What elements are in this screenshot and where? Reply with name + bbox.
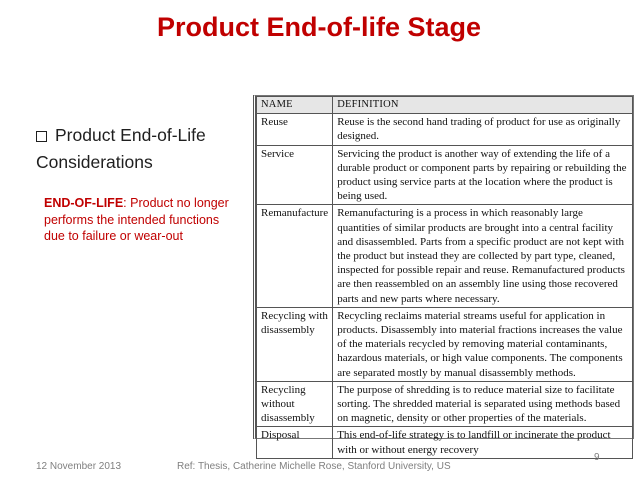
row-name: Service [255,144,334,206]
table-row: Service Servicing the product is another… [255,144,633,206]
checkbox-bullet-icon [36,131,47,142]
header-definition: DEFINITION [332,95,633,115]
bullet-point: Product End-of-Life Considerations [36,122,246,176]
row-definition: Servicing the product is another way of … [332,144,633,206]
row-name: Reuse [255,113,334,146]
definition-text: : Product no longer performs the intende… [44,196,229,243]
table-row: Disposal This end-of-life strategy is to… [255,426,633,459]
row-definition: Remanufacturing is a process in which re… [332,204,633,308]
definition-term: END-OF-LIFE [44,196,124,210]
row-name: Recycling without disassembly [255,380,334,428]
bullet-line-2: Considerations [36,152,153,172]
row-definition: Reuse is the second hand trading of prod… [332,113,633,146]
footer-date: 12 November 2013 [36,461,122,472]
table-row: Reuse Reuse is the second hand trading o… [255,113,633,146]
eol-strategies-table: NAME DEFINITION Reuse Reuse is the secon… [253,95,634,459]
header-name: NAME [255,95,334,115]
row-name: Recycling with disassembly [255,306,334,382]
slide-title: Product End-of-life Stage [157,12,481,42]
page-number: 9 [594,452,600,463]
table-row: Recycling without disassembly The purpos… [255,380,633,428]
footer-reference: Ref: Thesis, Catherine Michelle Rose, St… [177,461,451,472]
end-of-life-definition: END-OF-LIFE: Product no longer performs … [44,195,229,245]
table-row: Remanufacture Remanufacturing is a proce… [255,204,633,308]
row-definition: This end-of-life strategy is to landfill… [332,426,633,459]
row-definition: The purpose of shredding is to reduce ma… [332,380,633,428]
row-definition: Recycling reclaims material streams usef… [332,306,633,382]
row-name: Disposal [255,426,334,459]
table-header-row: NAME DEFINITION [255,95,633,115]
table-row: Recycling with disassembly Recycling rec… [255,306,633,382]
bullet-line-1: Product End-of-Life [55,125,206,145]
row-name: Remanufacture [255,204,334,308]
